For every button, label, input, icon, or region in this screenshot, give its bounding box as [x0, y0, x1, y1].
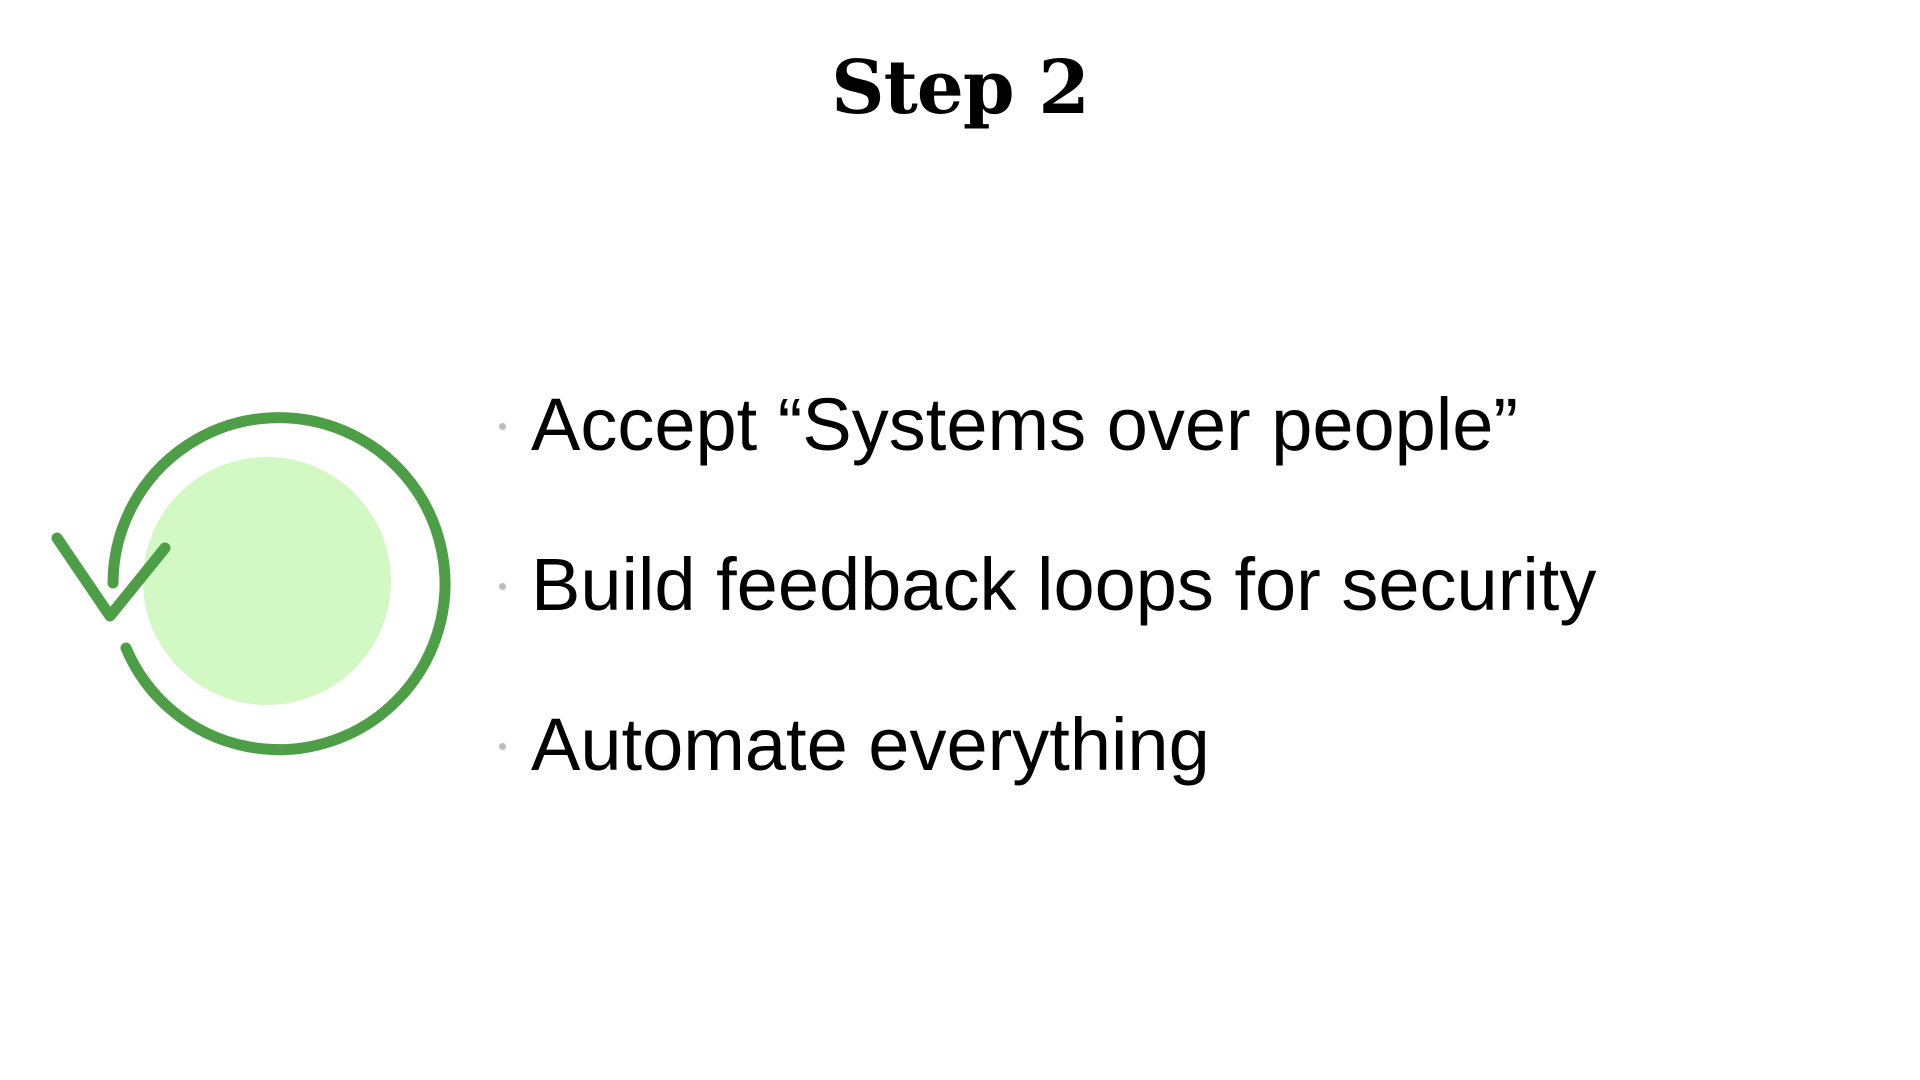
slide-title: Step 2 — [831, 45, 1090, 131]
bullet-dot-icon — [499, 583, 506, 590]
bullet-text: Build feedback loops for security — [531, 543, 1597, 626]
bullet-list: Accept “Systems over people” Build feedb… — [495, 0, 1895, 1080]
loop-arrow-icon — [51, 412, 451, 756]
bullet-dot-icon — [499, 743, 506, 750]
bullet-text: Automate everything — [531, 703, 1210, 786]
loop-ring — [107, 412, 451, 756]
loop-arrowhead — [51, 532, 171, 622]
bullet-dot-icon — [499, 423, 506, 430]
loop-inner-circle — [143, 457, 391, 705]
bullet-text: Accept “Systems over people” — [531, 383, 1519, 466]
